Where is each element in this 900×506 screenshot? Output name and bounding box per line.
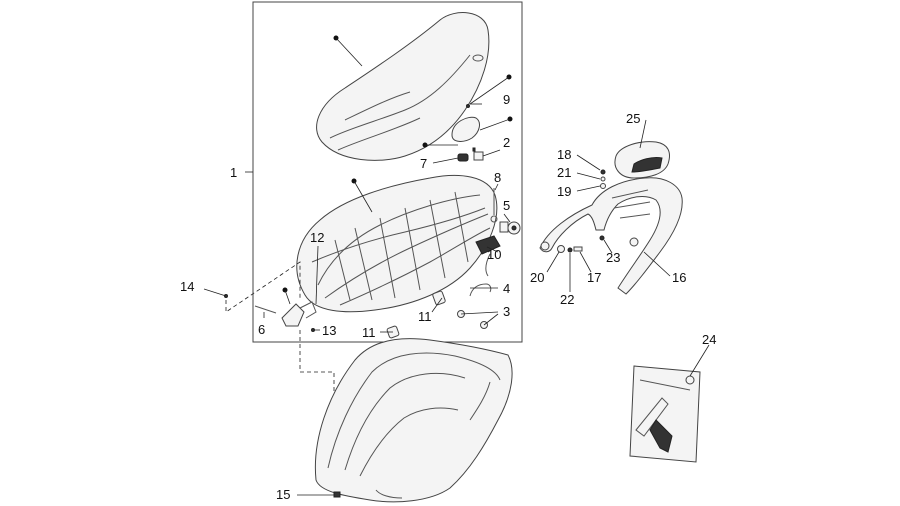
hinge-bracket-part [281,301,317,327]
latch-part-10 [475,235,501,277]
pin-part-6 [254,305,277,314]
bushing-part-7 [457,153,469,162]
callout-23: 23 [606,250,620,265]
callout-14: 14 [180,279,194,294]
clip-part-15 [333,491,341,498]
screw-parts-18-21-19 [600,169,606,189]
bracket-part-2 [472,147,484,161]
callout-9: 9 [503,92,510,107]
callout-8: 8 [494,170,501,185]
spacer-part-11 [386,290,446,339]
bolt-part-23 [599,235,605,241]
seat-part [316,12,490,161]
callout-5: 5 [503,198,510,213]
callout-15: 15 [276,487,290,502]
callout-4: 4 [503,281,510,296]
callout-2: 2 [503,135,510,150]
callout-12: 12 [310,230,324,245]
callout-18: 18 [557,147,571,162]
callout-16: 16 [672,270,686,285]
callout-21: 21 [557,165,571,180]
helmet-compartment-part [314,338,513,503]
callout-7: 7 [420,156,427,171]
alignment-line-left [225,261,301,313]
callout-3: 3 [503,304,510,319]
callout-11a: 11 [418,309,432,324]
tool-kit-part-24 [629,365,701,463]
callout-24: 24 [702,332,716,347]
lock-part-5 [499,221,521,235]
callout-10: 10 [487,247,501,262]
pad-part-25 [614,141,670,179]
callout-19: 19 [557,184,571,199]
rear-rack-part-16 [539,177,683,295]
callout-22: 22 [560,292,574,307]
washer-parts-20-22-17 [557,245,583,253]
cable-part-4 [469,283,492,297]
callout-1: 1 [230,165,237,180]
callout-25: 25 [626,111,640,126]
leader-lines [203,35,710,496]
hinge-part-9 [451,104,480,142]
callout-17: 17 [587,270,601,285]
callout-11b: 11 [362,325,376,340]
callout-20: 20 [530,270,544,285]
spring-part-8 [490,188,498,223]
callout-6: 6 [258,322,265,337]
seat-pan-part [296,175,498,313]
callout-13: 13 [322,323,336,338]
